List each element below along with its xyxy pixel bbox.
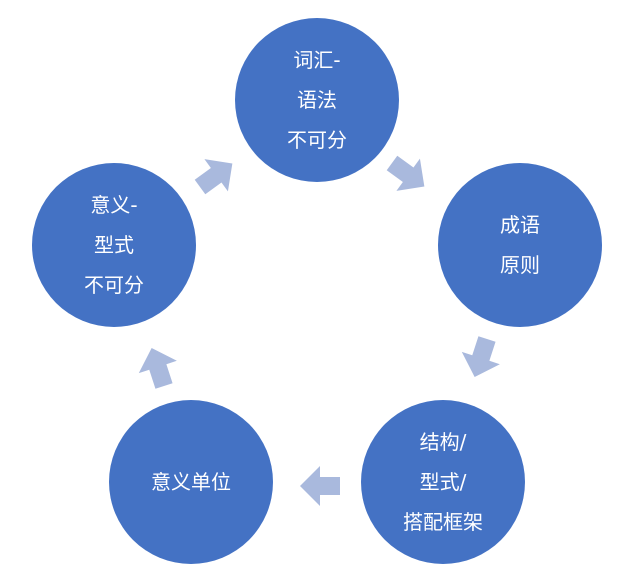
node-line: 语法 [297, 88, 337, 112]
node-line: 搭配框架 [403, 510, 483, 534]
node-line: 意义单位 [151, 470, 231, 494]
node-meaning-unit: 意义单位 [109, 400, 273, 564]
node-structure-pattern-frame: 结构/ 型式/ 搭配框架 [361, 400, 525, 564]
node-line: 不可分 [287, 128, 347, 152]
node-lexis-grammar: 词汇- 语法 不可分 [235, 18, 399, 182]
node-lexis-grammar-label: 词汇- 语法 不可分 [287, 40, 347, 160]
arrow-4-to-5 [138, 347, 177, 389]
node-line: 型式 [94, 233, 134, 257]
arrow-2-to-3 [461, 336, 500, 378]
node-meaning-form-label: 意义- 型式 不可分 [84, 185, 144, 305]
node-meaning-unit-label: 意义单位 [151, 462, 231, 502]
node-line: 结构/ [419, 430, 467, 454]
node-structure-pattern-frame-label: 结构/ 型式/ 搭配框架 [403, 422, 483, 542]
node-line: 词汇- [293, 48, 341, 72]
node-line: 成语 [500, 213, 540, 237]
node-idiom-principle: 成语 原则 [438, 163, 602, 327]
arrow-1-to-2 [386, 155, 425, 191]
arrow-5-to-1 [194, 159, 233, 195]
arrow-3-to-4 [300, 466, 340, 506]
node-line: 型式/ [419, 470, 467, 494]
node-line: 不可分 [84, 273, 144, 297]
node-line: 原则 [500, 253, 540, 277]
node-idiom-principle-label: 成语 原则 [500, 205, 540, 285]
node-line: 意义- [90, 193, 138, 217]
node-meaning-form: 意义- 型式 不可分 [32, 163, 196, 327]
